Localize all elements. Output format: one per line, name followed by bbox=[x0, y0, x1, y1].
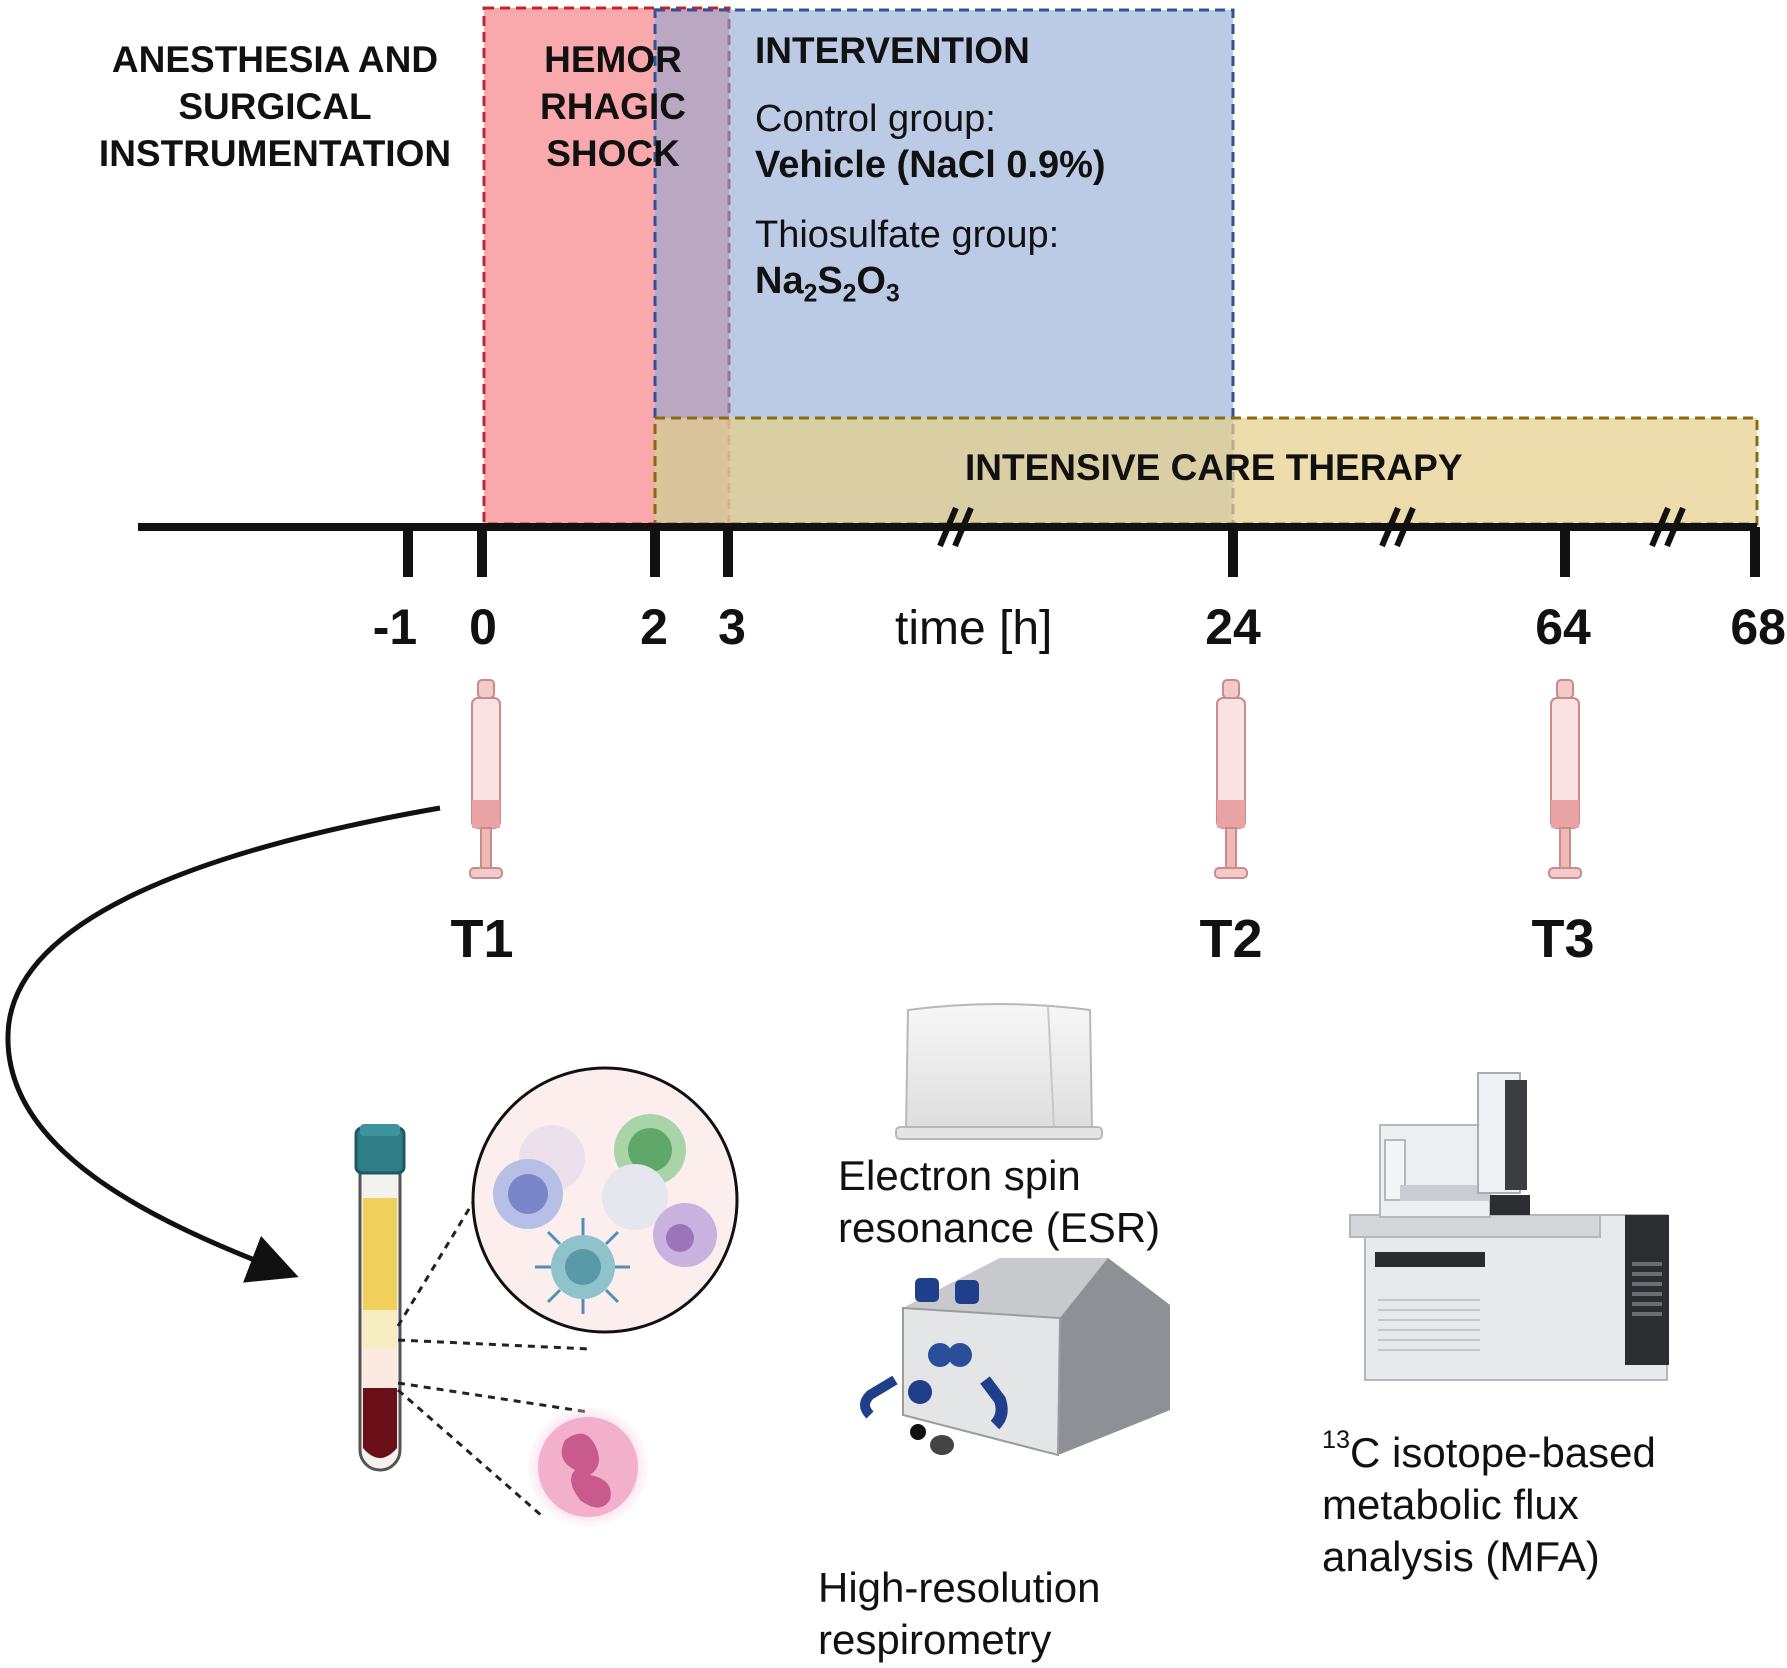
gc-ms-icon bbox=[1349, 1072, 1669, 1381]
axis-break-icon bbox=[937, 506, 974, 548]
respirometry-label: High-resolution respirometry bbox=[818, 1562, 1100, 1666]
label-line: Electron spin bbox=[838, 1152, 1081, 1199]
label-line: INSTRUMENTATION bbox=[98, 133, 452, 174]
blood-tube-icon bbox=[354, 1124, 406, 1472]
syringe-icon bbox=[469, 679, 503, 879]
axis-label: time [h] bbox=[895, 602, 1053, 655]
thiosulfate-group-label: Thiosulfate group: bbox=[755, 214, 1060, 256]
axis-break-icon bbox=[1649, 506, 1686, 548]
curved-arrow-icon bbox=[5, 805, 441, 1283]
connector-lines bbox=[396, 1180, 591, 1518]
timepoint-label: T1 bbox=[450, 909, 514, 969]
label-line: 13C isotope-based bbox=[1322, 1426, 1656, 1476]
tick-label: 2 bbox=[640, 599, 668, 655]
intervention-title: INTERVENTION bbox=[755, 30, 1030, 71]
syringe-icon bbox=[1548, 679, 1582, 879]
hemorrhagic-shock-label: HEMOR RHAGIC SHOCK bbox=[508, 36, 718, 177]
label-line: SURGICAL bbox=[178, 86, 372, 127]
mfa-label: 13C isotope-based metabolic flux analysi… bbox=[1322, 1414, 1656, 1583]
respirometer-icon bbox=[860, 1258, 1170, 1457]
time-axis bbox=[138, 506, 1760, 577]
label-line: High-resolution bbox=[818, 1564, 1101, 1611]
label-line: metabolic flux bbox=[1322, 1480, 1579, 1528]
icu-phase-box bbox=[653, 416, 1759, 526]
neutrophil-icon bbox=[528, 1407, 648, 1527]
label-line: respirometry bbox=[818, 1616, 1052, 1663]
tick-label: -1 bbox=[372, 599, 418, 655]
icu-phase-label: INTENSIVE CARE THERAPY bbox=[965, 447, 1463, 488]
intervention-panel: INTERVENTION Control group: Vehicle (NaC… bbox=[755, 28, 1106, 318]
tick-label: 64 bbox=[1535, 599, 1591, 655]
esr-device-icon bbox=[895, 1003, 1103, 1140]
label-line: SHOCK bbox=[546, 133, 680, 174]
label-line: RHAGIC bbox=[540, 86, 686, 127]
anesthesia-phase-label: ANESTHESIA AND SURGICAL INSTRUMENTATION bbox=[80, 36, 470, 177]
immune-cells-icon bbox=[471, 1066, 739, 1334]
control-group-label: Control group: bbox=[755, 98, 996, 140]
tick-label: 24 bbox=[1205, 599, 1261, 655]
label-line: analysis (MFA) bbox=[1322, 1532, 1600, 1580]
axis-break-icon bbox=[1379, 506, 1416, 548]
thiosulfate-formula: Na2S2O3 bbox=[755, 260, 900, 308]
tick-label: 0 bbox=[469, 599, 497, 655]
label-line: HEMOR bbox=[544, 39, 682, 80]
timepoint-label: T3 bbox=[1531, 909, 1595, 969]
esr-label: Electron spin resonance (ESR) bbox=[838, 1150, 1160, 1254]
tick-label: 68 bbox=[1730, 599, 1786, 655]
control-group-value: Vehicle (NaCl 0.9%) bbox=[755, 144, 1106, 186]
tick-label: 3 bbox=[718, 599, 746, 655]
label-line: resonance (ESR) bbox=[838, 1204, 1161, 1251]
label-line: ANESTHESIA AND bbox=[111, 39, 439, 80]
timepoint-label: T2 bbox=[1199, 909, 1263, 969]
syringe-icon bbox=[1214, 679, 1248, 879]
